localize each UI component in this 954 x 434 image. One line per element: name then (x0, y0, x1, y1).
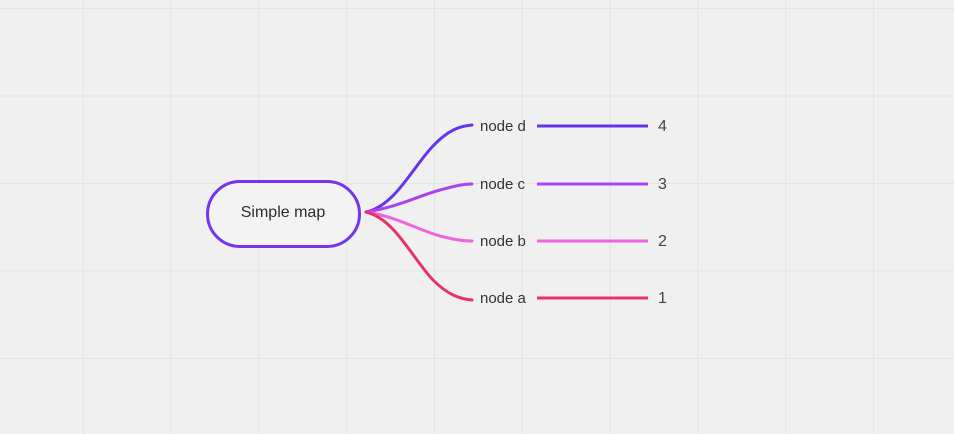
node-value-node-d: 4 (658, 118, 667, 135)
node-label-node-b: node b (480, 233, 526, 250)
branch-curve-node-a[interactable] (364, 210, 474, 302)
node-label-node-a: node a (480, 290, 527, 307)
root-node-shape[interactable] (206, 180, 361, 248)
branch-curve-node-b[interactable] (364, 210, 474, 243)
branch-curve-node-d[interactable] (364, 123, 474, 214)
node-value-node-a: 1 (658, 290, 667, 307)
node-value-node-b: 2 (658, 233, 667, 250)
branch-curve-node-c[interactable] (364, 182, 474, 214)
root-node-label: Simple map (241, 204, 326, 221)
node-label-node-c: node c (480, 176, 526, 193)
node-value-node-c: 3 (658, 176, 667, 193)
node-label-node-d: node d (480, 118, 526, 135)
